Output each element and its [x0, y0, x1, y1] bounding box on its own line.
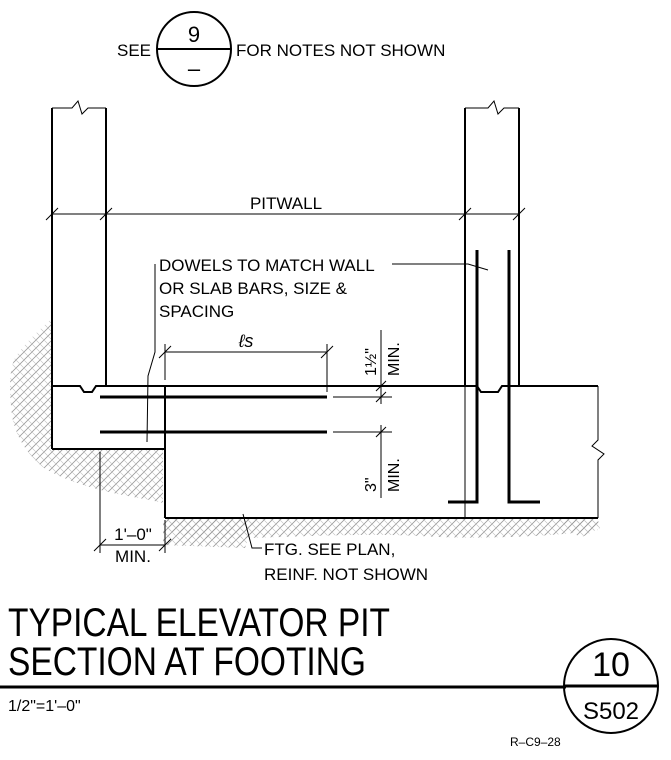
bottom-cover-min: MIN. [386, 458, 403, 492]
right-pit-wall [464, 99, 520, 386]
top-cover-min: MIN. [386, 342, 403, 376]
footing-note: FTG. SEE PLAN, REINF. NOT SHOWN [242, 513, 428, 584]
see-label: SEE [117, 41, 151, 60]
left-pit-wall [51, 99, 107, 386]
dowels-note-line1: DOWELS TO MATCH WALL [159, 256, 375, 275]
sheet-number: S502 [583, 698, 639, 725]
drawing-reference: R–C9–28 [510, 735, 561, 749]
detail-number: 10 [592, 646, 630, 684]
splice-length-dimension: ℓs [158, 331, 334, 392]
title-line-1: TYPICAL ELEVATOR PIT [8, 601, 390, 645]
projection-value: 1'–0" [114, 525, 152, 544]
earth-hatch-bottom-strip [165, 518, 598, 539]
bottom-cover-value: 3" [363, 477, 380, 492]
see-detail-callout: SEE 9 – FOR NOTES NOT SHOWN [117, 11, 445, 87]
bottom-cover-dimension: 3" MIN. [333, 425, 403, 498]
footing-note-line2: REINF. NOT SHOWN [264, 565, 428, 584]
top-cover-value: 1½" [363, 348, 380, 376]
projection-dimension: 1'–0" MIN. [93, 452, 172, 566]
notes-not-shown-text: FOR NOTES NOT SHOWN [236, 41, 445, 60]
dowels-note-line3: SPACING [159, 302, 234, 321]
dowels-note-line2: OR SLAB BARS, SIZE & [159, 279, 348, 298]
dowel-note: DOWELS TO MATCH WALL OR SLAB BARS, SIZE … [146, 256, 489, 443]
earth-hatch-left [10, 318, 163, 503]
pitwall-dimension: PITWALL [45, 194, 526, 221]
reference-sheet-number: – [188, 56, 201, 81]
splice-length-label: ℓs [238, 331, 254, 351]
pit-slab-outline [51, 385, 605, 519]
pitwall-label: PITWALL [250, 194, 322, 213]
reference-detail-number: 9 [188, 22, 200, 47]
projection-min: MIN. [115, 547, 151, 566]
title-line-2: SECTION AT FOOTING [8, 640, 366, 684]
dowel-bars [100, 250, 540, 504]
top-cover-dimension: 1½" MIN. [333, 330, 403, 404]
footing-note-line1: FTG. SEE PLAN, [264, 540, 395, 559]
scale-text: 1/2"=1'–0" [8, 698, 81, 715]
title-block: TYPICAL ELEVATOR PIT SECTION AT FOOTING … [0, 601, 659, 749]
